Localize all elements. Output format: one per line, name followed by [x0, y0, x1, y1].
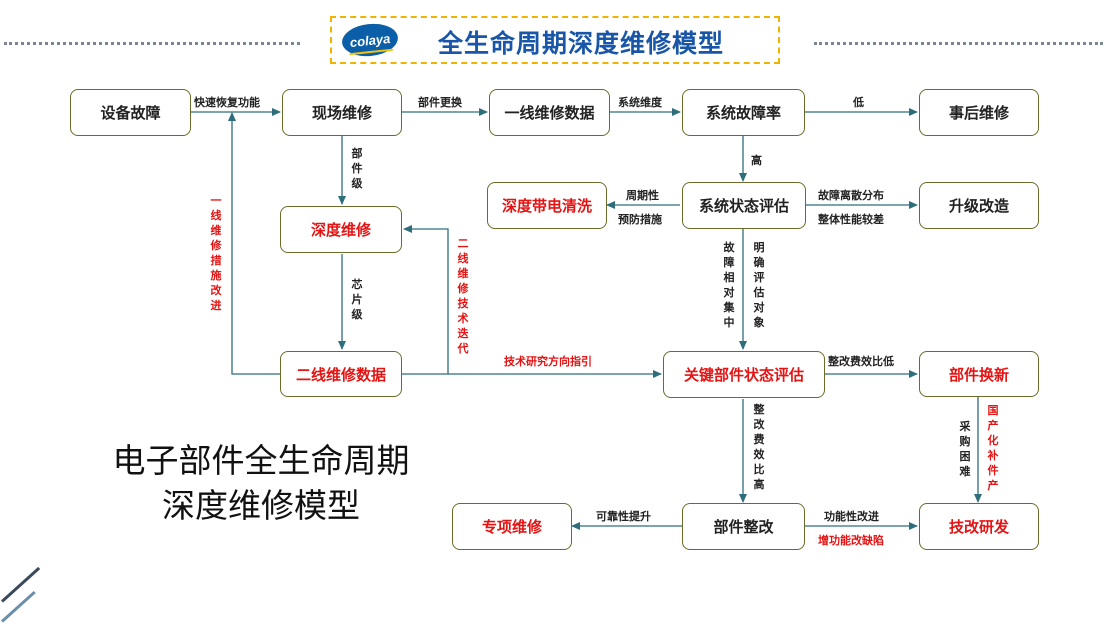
label-tech-research: 技术研究方向指引 [504, 355, 592, 368]
node-key-part-eval: 关键部件状态评估 [663, 351, 825, 398]
edge-secondline-to-deep [402, 225, 449, 375]
label-localized-parts: 国产化补件产 [987, 404, 999, 492]
main-title: 电子部件全生命周期 深度维修模型 [96, 438, 426, 528]
node-special-repair: 专项维修 [452, 503, 572, 550]
node-system-state-eval: 系统状态评估 [682, 182, 806, 229]
node-post-repair: 事后维修 [919, 89, 1039, 136]
node-system-fault-rate: 系统故障率 [682, 89, 805, 136]
label-quick-restore: 快速恢复功能 [194, 96, 260, 109]
label-second-line-tech: 二线维修技术迭代 [457, 237, 469, 355]
label-fault-dispersed: 故障离散分布 [818, 189, 884, 202]
node-part-rectify: 部件整改 [682, 503, 805, 550]
label-cost-ratio-high: 整改费效比高 [753, 403, 765, 491]
label-clear-target: 明确评估对象 [753, 241, 765, 329]
label-periodic: 周期性 [626, 189, 659, 202]
node-deep-cleaning: 深度带电清洗 [487, 182, 607, 229]
edge-secondline-to-field [228, 112, 280, 375]
label-procure-difficult: 采购困难 [959, 420, 971, 478]
main-title-line2: 深度维修模型 [162, 486, 360, 525]
node-equipment-fault: 设备故障 [70, 89, 191, 136]
header-dotline-right [814, 42, 1103, 45]
node-part-replace: 部件换新 [919, 351, 1039, 397]
node-upgrade: 升级改造 [919, 182, 1039, 229]
label-add-function: 增功能改缺陷 [818, 534, 884, 547]
node-tech-dev: 技改研发 [919, 503, 1039, 550]
main-title-line1: 电子部件全生命周期 [112, 441, 410, 480]
header-banner: colaya 全生命周期深度维修模型 [330, 16, 780, 64]
label-system-dimension: 系统维度 [618, 96, 662, 109]
label-preventive: 预防措施 [618, 213, 662, 226]
node-field-repair: 现场维修 [282, 89, 402, 136]
node-second-line-data: 二线维修数据 [280, 351, 402, 397]
label-reliability-up: 可靠性提升 [596, 510, 651, 523]
label-first-line-improve: 一线维修措施改进 [210, 194, 222, 312]
label-chip-level: 芯片级 [351, 278, 363, 321]
label-fault-concentrated: 故障相对集中 [723, 241, 735, 329]
node-deep-repair: 深度维修 [280, 206, 402, 253]
page-title: 全生命周期深度维修模型 [438, 29, 725, 58]
label-part-replace: 部件更换 [418, 96, 462, 109]
label-low: 低 [853, 96, 864, 109]
header-dotline-left [4, 42, 300, 45]
label-function-improve: 功能性改进 [824, 510, 879, 523]
label-part-level: 部件级 [351, 147, 363, 190]
label-cost-ratio-low: 整改费效比低 [828, 355, 894, 368]
label-overall-poor: 整体性能较差 [818, 213, 884, 226]
node-first-line-data: 一线维修数据 [489, 89, 610, 136]
label-high: 高 [751, 154, 762, 167]
